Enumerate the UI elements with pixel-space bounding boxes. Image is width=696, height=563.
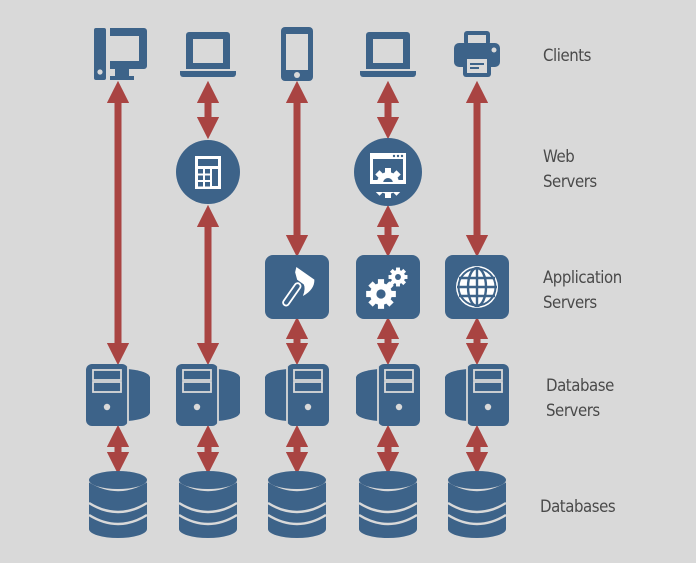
calculator-icon: [176, 140, 240, 204]
smartphone-icon: [281, 27, 313, 81]
tier-label-database-servers: Database Servers: [546, 374, 614, 424]
label-line: Application: [543, 268, 622, 288]
server-tower-icon: [356, 364, 420, 426]
database-icon: [358, 471, 418, 538]
globe-icon: [445, 255, 509, 319]
label-line: Database: [546, 376, 614, 396]
icons-layer: [86, 27, 509, 538]
server-tower-icon: [265, 364, 329, 426]
database-icon: [447, 471, 507, 538]
label-line: Servers: [546, 401, 600, 421]
label-line: Servers: [543, 172, 597, 192]
tier-label-databases: Databases: [540, 495, 616, 520]
server-tower-icon: [86, 364, 150, 426]
printer-icon: [454, 31, 500, 77]
arrows-layer: [106, 80, 489, 475]
browser-gear-icon: [354, 138, 422, 206]
gears-icon: [356, 255, 420, 319]
database-icon: [267, 471, 327, 538]
label-line: Clients: [543, 46, 592, 66]
label-line: Servers: [543, 293, 597, 313]
server-tower-icon: [176, 364, 240, 426]
tier-label-web-servers: Web Servers: [543, 145, 597, 195]
database-icon: [88, 471, 148, 538]
server-tower-icon: [445, 364, 509, 426]
laptop-icon: [180, 32, 236, 77]
laptop-icon: [360, 32, 416, 77]
hammer-icon: [265, 255, 329, 319]
tier-label-application-servers: Application Servers: [543, 266, 622, 316]
label-line: Web: [543, 147, 575, 167]
database-icon: [178, 471, 238, 538]
desktop-icon: [94, 28, 147, 80]
label-line: Databases: [540, 497, 616, 517]
tier-label-clients: Clients: [543, 44, 591, 69]
